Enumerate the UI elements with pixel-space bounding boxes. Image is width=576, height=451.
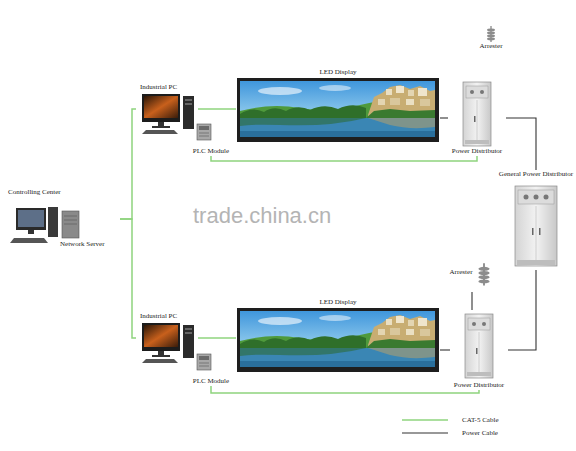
led-display-top <box>237 78 439 142</box>
general-power-distributor-cabinet <box>515 186 557 266</box>
controlling-center-computer <box>18 210 44 227</box>
device-label: Power Distributor <box>450 381 508 389</box>
controlling-center-computer <box>10 207 79 243</box>
general-power-distributor-cabinet <box>544 195 549 200</box>
device-node: Industrial PC <box>136 312 198 364</box>
device-node: PLC Module <box>188 352 234 386</box>
device-node: Power Distributor <box>450 310 508 390</box>
power-cable <box>440 349 450 350</box>
power-distributor-top <box>463 82 491 146</box>
device-label: Industrial PC <box>140 83 198 91</box>
general-power-distributor-cabinet <box>536 206 537 262</box>
power-cable <box>440 117 448 118</box>
connectors <box>120 109 536 393</box>
device-label: Network Server <box>60 240 120 248</box>
general-power-distributor-cabinet <box>518 190 554 204</box>
device-node: Arrester <box>470 28 512 50</box>
led-display-bottom <box>240 311 435 367</box>
industrial-pc-bottom <box>142 323 194 363</box>
device-label: Arrester <box>470 42 512 50</box>
device-node: LED Display <box>236 66 440 142</box>
legend-text: CAT-5 Cable <box>462 416 499 424</box>
power-distributor-bottom <box>465 314 493 378</box>
controlling-center-computer <box>16 208 46 230</box>
controlling-center-computer <box>64 220 77 221</box>
general-power-distributor-cabinet <box>517 260 555 265</box>
legend-samples <box>402 432 448 433</box>
plc-module-top <box>197 124 211 140</box>
legend-text: Power Cable <box>462 429 498 437</box>
device-node: General Power Distributor <box>498 170 574 270</box>
controlling-center-computer <box>64 224 77 225</box>
controlling-center-computer <box>62 211 79 238</box>
device-node: Controlling CenterNetwork Server <box>8 188 120 250</box>
device-node: Power Distributor <box>448 80 506 156</box>
controlling-center-computer <box>48 207 58 237</box>
led-display-bottom <box>237 308 439 372</box>
cat5-cable <box>198 337 236 339</box>
arrester-symbol-bottom <box>478 263 489 285</box>
arrester-symbol-bottom <box>478 263 489 285</box>
power-distributor-top <box>463 82 491 146</box>
industrial-pc-top <box>142 94 194 134</box>
controlling-center-computer <box>28 230 34 234</box>
device-label: LED Display <box>236 68 440 76</box>
industrial-pc-bottom <box>142 323 194 363</box>
cat5-cable <box>211 156 477 161</box>
device-label: PLC Module <box>188 377 234 385</box>
device-label: PLC Module <box>188 147 234 155</box>
power-cable <box>508 270 536 350</box>
device-node: Industrial PC <box>136 83 198 135</box>
led-display-top <box>240 81 435 137</box>
controlling-center-computer <box>10 238 48 243</box>
device-label: Power Distributor <box>448 147 506 155</box>
general-power-distributor-cabinet <box>515 186 557 266</box>
power-cable <box>471 292 472 310</box>
power-distributor-bottom <box>465 314 493 378</box>
arrester-symbol-top <box>487 26 495 42</box>
cat5-cable <box>120 109 136 219</box>
device-node: PLC Module <box>188 122 234 156</box>
general-power-distributor-cabinet <box>534 195 539 200</box>
cat5-cable <box>198 108 236 110</box>
led-display-bottom <box>237 308 439 372</box>
general-power-distributor-cabinet <box>539 228 541 235</box>
device-label: LED Display <box>236 298 440 306</box>
device-node: Arrester <box>444 262 500 292</box>
led-display-top <box>237 78 439 142</box>
device-label: Arrester <box>444 268 478 276</box>
cat5-cable <box>120 219 136 338</box>
cat5-cable <box>211 386 479 393</box>
general-power-distributor-cabinet <box>524 195 529 200</box>
power-cable <box>506 118 536 170</box>
legend-samples <box>402 419 448 421</box>
watermark: trade.china.cn <box>193 203 331 229</box>
arrester-symbol-top <box>487 26 495 42</box>
plc-module-top <box>197 124 211 140</box>
industrial-pc-top <box>142 94 194 134</box>
device-node: LED Display <box>236 296 440 372</box>
plc-module-bottom <box>197 354 211 370</box>
device-label: General Power Distributor <box>498 170 574 178</box>
device-label: Controlling Center <box>8 188 80 196</box>
controlling-center-computer <box>64 216 77 217</box>
plc-module-bottom <box>197 354 211 370</box>
general-power-distributor-cabinet <box>532 228 534 235</box>
legend-samples <box>402 420 448 433</box>
device-label: Industrial PC <box>140 312 198 320</box>
